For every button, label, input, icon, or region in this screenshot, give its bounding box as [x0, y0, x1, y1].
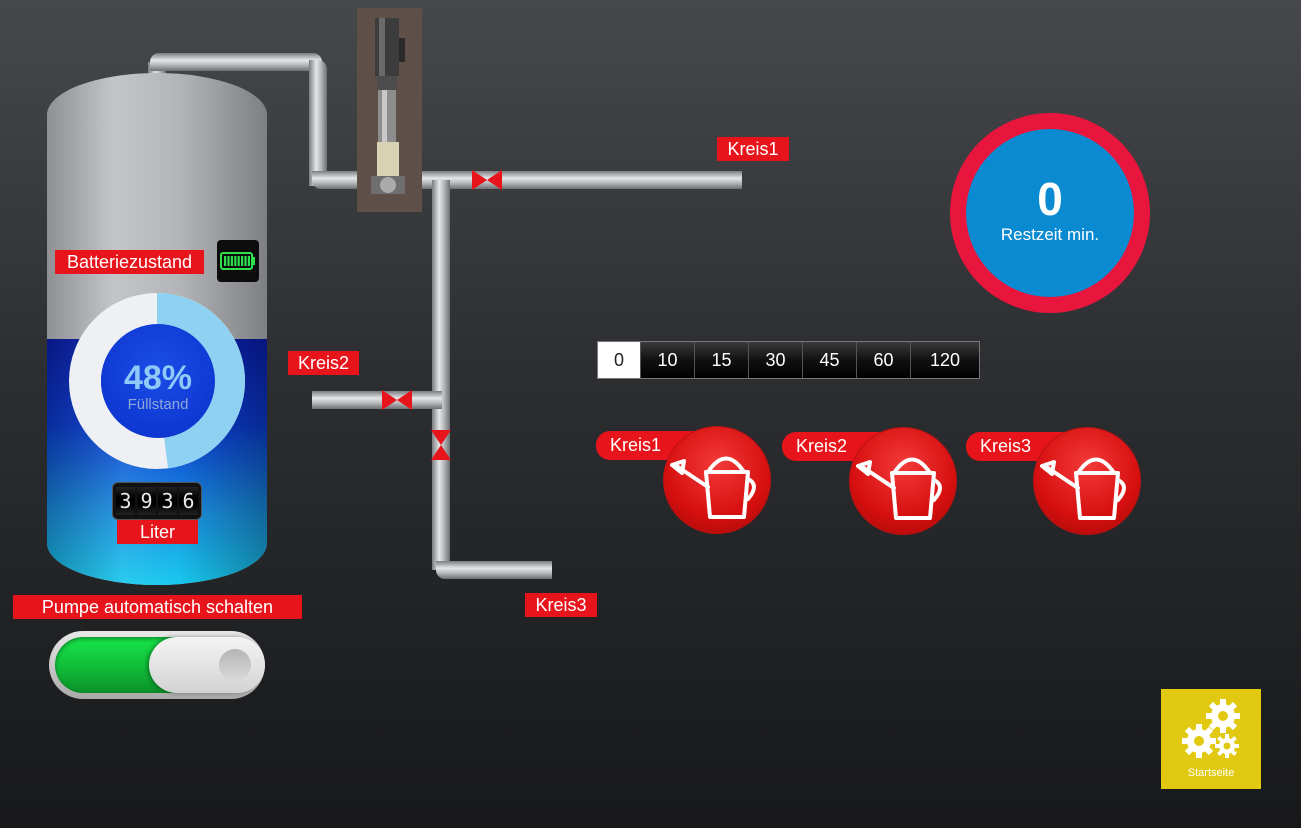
remaining-time-caption: Restzeit min. [1000, 225, 1100, 244]
battery-status [217, 240, 259, 282]
watering-can-icon [670, 456, 756, 519]
battery-bar [224, 256, 227, 266]
valve-kreis2[interactable] [382, 390, 412, 410]
counter-digit: 9 [137, 487, 156, 515]
duration-option-10[interactable]: 10 [640, 342, 694, 378]
pipe-segment [309, 60, 327, 186]
pipe-segment [312, 391, 442, 409]
water-button-kreis2[interactable] [849, 427, 957, 535]
battery-bar [241, 256, 244, 266]
fill-caption: Füllstand [127, 396, 189, 413]
toggle-knob-dot [219, 649, 251, 681]
duration-option-0[interactable]: 0 [598, 342, 640, 378]
battery-bar [234, 256, 237, 266]
valve-kreis3[interactable] [431, 430, 451, 460]
timer-face: 0 Restzeit min. [966, 129, 1134, 297]
watering-can-icon [856, 457, 942, 520]
pipe-segment [436, 561, 552, 579]
pipe-label-kreis2: Kreis2 [288, 351, 359, 375]
fill-level-gauge [69, 293, 245, 469]
toggle-knob[interactable] [149, 637, 265, 693]
gauge-center: 48% Füllstand [101, 324, 215, 438]
watering-can-icon [1040, 457, 1126, 520]
remaining-time-display: 0 Restzeit min. [950, 113, 1150, 313]
counter-digit: 3 [158, 487, 177, 515]
pipe-label-kreis3: Kreis3 [525, 593, 597, 617]
battery-bar [230, 256, 233, 266]
battery-bar [244, 256, 247, 266]
pipe-segment [150, 53, 322, 71]
duration-option-15[interactable]: 15 [694, 342, 748, 378]
unit-label: Liter [117, 520, 198, 544]
duration-selector: 0 10 15 30 45 60 120 [597, 341, 980, 379]
settings-label: Startseite [1187, 767, 1235, 779]
duration-option-120[interactable]: 120 [910, 342, 979, 378]
liter-counter: 3 9 3 6 [112, 482, 202, 520]
gears-icon [1182, 699, 1240, 758]
pump [357, 8, 422, 212]
pump-auto-toggle[interactable] [49, 631, 265, 699]
battery-bar [237, 256, 240, 266]
settings-home-button[interactable]: Startseite [1161, 689, 1261, 789]
counter-digit: 3 [116, 487, 135, 515]
toggle-track [55, 637, 265, 693]
battery-label: Batteriezustand [55, 250, 204, 274]
remaining-time-value: 0 [1037, 173, 1063, 225]
gauge-fill-arc [156, 293, 245, 469]
battery-bar [227, 256, 230, 266]
water-button-kreis3[interactable] [1033, 427, 1141, 535]
duration-option-30[interactable]: 30 [748, 342, 802, 378]
valve-kreis1[interactable] [472, 170, 502, 190]
duration-option-60[interactable]: 60 [856, 342, 910, 378]
pipe-label-kreis1: Kreis1 [717, 137, 789, 161]
water-button-kreis1[interactable] [663, 426, 771, 534]
pipe-segment [432, 180, 450, 570]
duration-option-45[interactable]: 45 [802, 342, 856, 378]
battery-bar [247, 256, 250, 266]
fill-percent: 48% [123, 359, 193, 397]
pump-toggle-label: Pumpe automatisch schalten [13, 595, 302, 619]
counter-digit: 6 [179, 487, 198, 515]
battery-icon [220, 252, 255, 270]
pump-icon [371, 18, 405, 194]
